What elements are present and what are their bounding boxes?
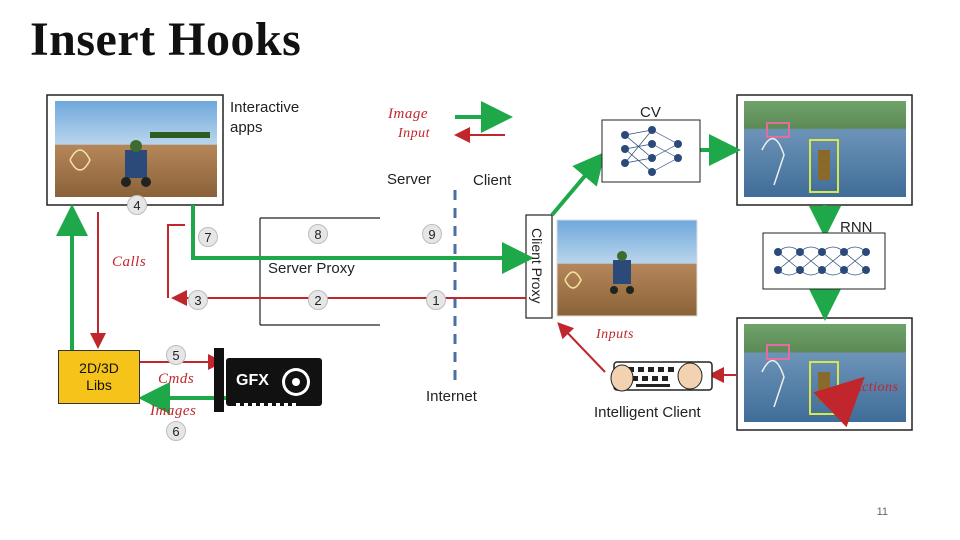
- gfx-card-icon: [214, 348, 322, 412]
- client-label: Client: [473, 172, 512, 189]
- step-1-badge: 1: [426, 290, 446, 310]
- input-legend-label: Input: [398, 126, 431, 141]
- rnn-label: RNN: [840, 219, 873, 236]
- step-6-badge: 6: [166, 421, 186, 441]
- step-3-badge: 3: [188, 290, 208, 310]
- actions-label: Actions: [853, 380, 899, 395]
- server-label: Server: [387, 171, 432, 188]
- game-screenshot-client: [556, 219, 698, 317]
- images-label: Images: [150, 403, 197, 419]
- image-legend-label: Image: [388, 106, 428, 122]
- actions-screenshot: [736, 317, 913, 431]
- step-8-badge: 8: [308, 224, 328, 244]
- intelligent-client-label: Intelligent Client: [594, 404, 701, 421]
- inputs-label: Inputs: [596, 327, 634, 342]
- slide-title: Insert Hooks: [30, 13, 302, 66]
- step-9-badge: 9: [422, 224, 442, 244]
- rnn-network-icon: [762, 232, 886, 290]
- interactive-apps-label: Interactive apps: [230, 99, 300, 137]
- client-proxy-label: Client Proxy: [529, 228, 545, 304]
- page-number: 11: [876, 506, 888, 518]
- server-proxy-label: Server Proxy: [268, 260, 355, 277]
- libs-box: 2D/3D Libs: [58, 350, 140, 404]
- step-4-badge: 4: [127, 195, 147, 215]
- keyboard-hands-icon: [610, 361, 713, 392]
- step-2-badge: 2: [308, 290, 328, 310]
- internet-label: Internet: [426, 388, 477, 405]
- step-7-badge: 7: [198, 227, 218, 247]
- cv-screenshot: [736, 94, 913, 206]
- step-5-badge: 5: [166, 345, 186, 365]
- calls-label: Calls: [112, 254, 147, 270]
- gfx-label: GFX: [236, 372, 269, 389]
- game-screenshot-server: [46, 94, 224, 206]
- cmds-label: Cmds: [158, 371, 195, 387]
- cv-network-icon: [601, 119, 701, 183]
- cv-label: CV: [640, 104, 661, 121]
